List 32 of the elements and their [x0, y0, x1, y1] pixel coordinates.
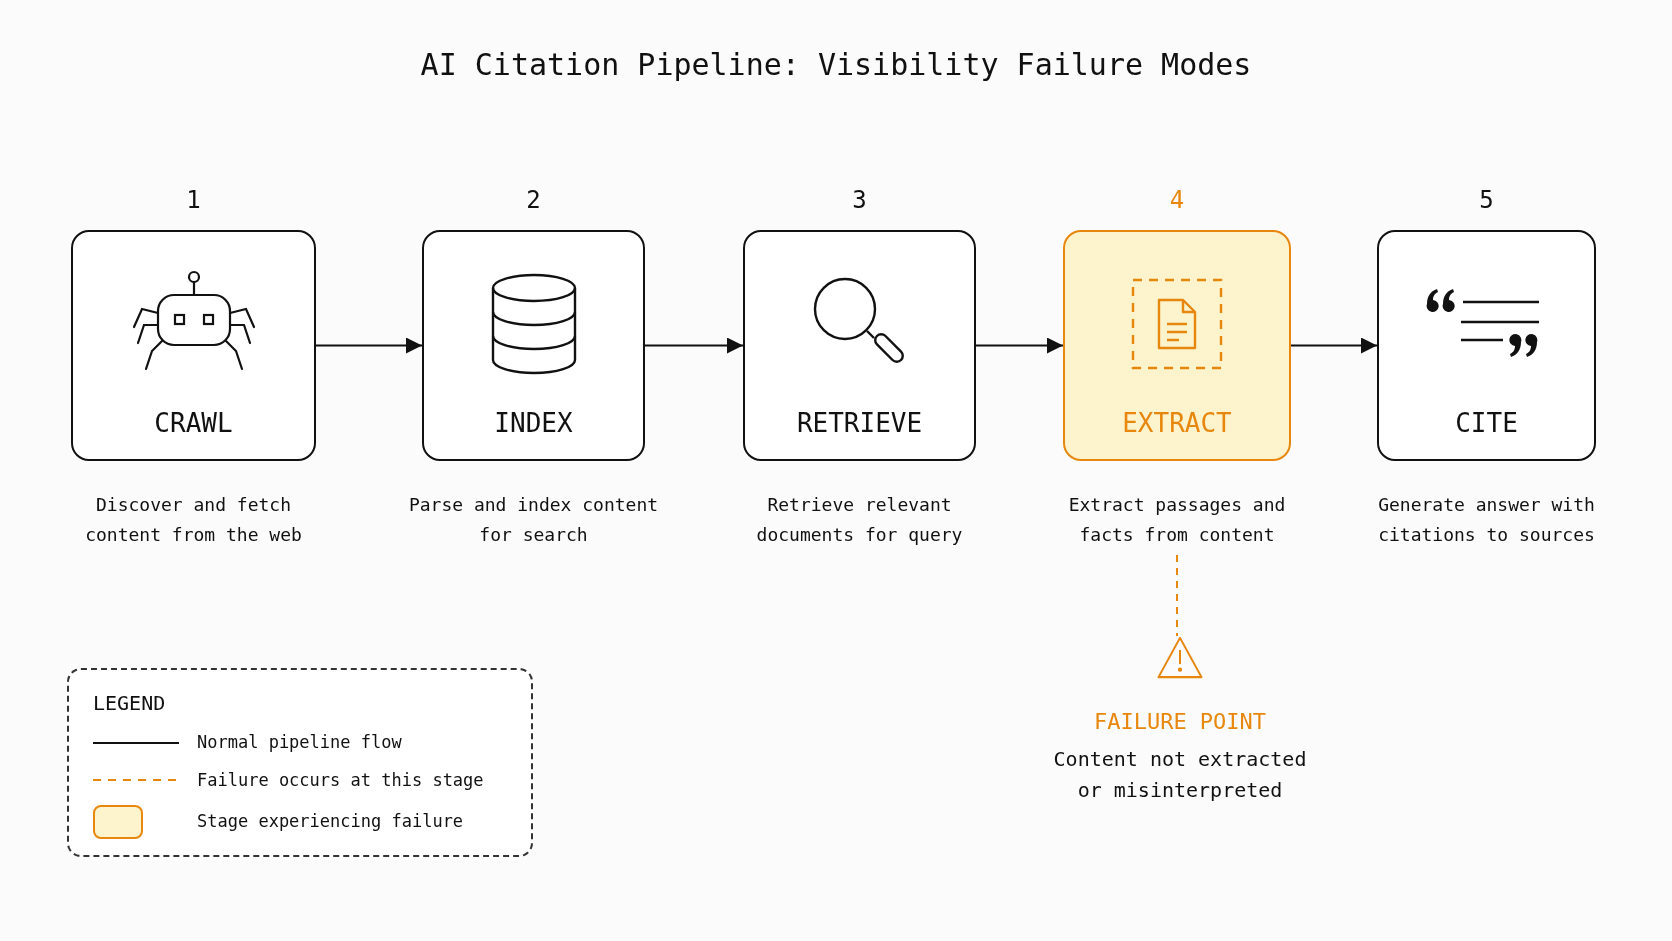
stage-description: Discover and fetch content from the web — [84, 493, 303, 547]
legend-heading: LEGEND — [93, 690, 167, 717]
stage-number: 5 — [1478, 185, 1495, 216]
arrow — [975, 337, 1064, 354]
stage-number: 4 — [1168, 185, 1186, 216]
stage-description: Generate answer with citations to sources — [1377, 493, 1596, 547]
stage-description: Parse and index content for search — [407, 493, 660, 547]
legend-label: Failure occurs at this stage — [197, 768, 484, 792]
stage-number: 2 — [525, 185, 542, 216]
dashed-connector — [1176, 554, 1178, 637]
stage-number: 3 — [851, 185, 868, 216]
stage-title: CRAWL — [154, 407, 233, 440]
stage-box — [743, 230, 976, 461]
diagram-title: AI Citation Pipeline: Visibility Failure Modes — [419, 46, 1253, 84]
failing-stage-box — [1063, 230, 1291, 461]
stage-description: Retrieve relevant documents for query — [755, 493, 964, 547]
legend-label: Normal pipeline flow — [197, 731, 402, 754]
failure-heading: FAILURE POINT — [1093, 708, 1267, 736]
stage-box — [71, 230, 316, 461]
arrow — [1290, 337, 1378, 354]
stage-title: RETRIEVE — [796, 407, 923, 440]
arrow — [315, 337, 423, 354]
stage-number: 1 — [185, 185, 202, 216]
stage-title: INDEX — [494, 407, 573, 440]
stage-title: EXTRACT — [1122, 407, 1232, 440]
stage-box — [1377, 230, 1596, 461]
stage-description: Extract passages and facts from content — [1067, 493, 1287, 547]
stage-title: CITE — [1455, 407, 1518, 440]
failure-description: Content not extracted or misinterpreted — [1052, 746, 1308, 804]
legend-label: Stage experiencing failure — [197, 810, 464, 834]
stage-box — [422, 230, 645, 461]
arrow — [644, 337, 744, 354]
